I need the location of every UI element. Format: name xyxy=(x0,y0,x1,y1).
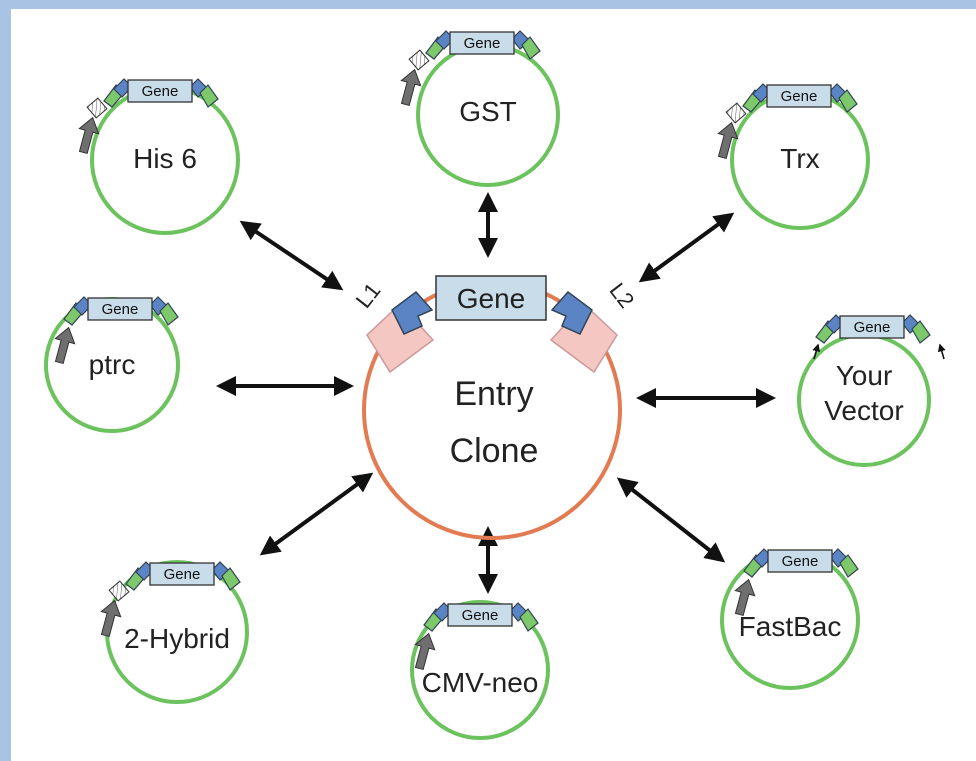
att-site-left xyxy=(366,290,435,374)
vector-label: GST xyxy=(459,96,517,127)
att-site-green-right xyxy=(911,320,931,344)
promoter-arrow-icon xyxy=(54,326,76,365)
fusion-tag-icon xyxy=(725,102,747,124)
vector-ptrc: Gene ptrc xyxy=(44,296,180,433)
att-site-right xyxy=(549,290,618,374)
vector-gene-box xyxy=(127,79,193,103)
att-site-green-right xyxy=(221,567,241,591)
att-site-green-right xyxy=(521,36,541,60)
vector-gene-box xyxy=(447,603,513,627)
vector-gene-box xyxy=(87,297,153,321)
promoter-arrow-icon xyxy=(400,68,422,107)
promoter-arrow-icon xyxy=(734,578,756,617)
vector-gene-label: Gene xyxy=(142,83,179,100)
entry-site-left-label: L1 xyxy=(351,278,386,313)
arrow-trx xyxy=(638,212,735,283)
vector-gene-label: Gene xyxy=(462,607,499,624)
frame-top-border xyxy=(0,0,976,9)
vector-label: Trx xyxy=(780,143,819,174)
vector-gene-label: Gene xyxy=(464,35,501,52)
arrow-2-hybrid xyxy=(259,472,374,556)
double-arrows xyxy=(216,192,776,594)
small-arrow-left-icon xyxy=(812,343,821,360)
vector-label: 2-Hybrid xyxy=(124,623,230,654)
att-site-green-right xyxy=(839,554,859,578)
fusion-tag-icon xyxy=(86,97,108,119)
att-site-green-right xyxy=(838,89,858,113)
entry-clone-line1: Entry xyxy=(454,375,533,413)
vector-gene-box xyxy=(149,562,215,586)
vector-label: His 6 xyxy=(133,143,197,174)
promoter-arrow-icon xyxy=(100,599,122,638)
vector-label: ptrc xyxy=(89,349,136,380)
vector-gene-label: Gene xyxy=(854,319,891,336)
vector-gene-label: Gene xyxy=(102,301,139,318)
vector-label: CMV-neo xyxy=(422,667,539,698)
vector-label-line1: Your xyxy=(836,360,893,391)
vector-label: FastBac xyxy=(739,611,842,642)
vector-label-line2: Vector xyxy=(824,395,903,426)
att-site-green-right xyxy=(519,608,539,632)
entry-clone: Gene L1 L2 Entry Clone xyxy=(351,275,640,540)
vector-gene-box xyxy=(766,84,832,108)
entry-site-right-label: L2 xyxy=(605,278,640,313)
frame-left-border xyxy=(0,0,11,761)
small-arrow-right-icon xyxy=(937,343,946,360)
vector-gene-box xyxy=(839,315,905,339)
att-site-green-right xyxy=(159,302,179,326)
fusion-tag-icon xyxy=(108,580,130,602)
vector-gene-label: Gene xyxy=(781,88,818,105)
vector-gene-box xyxy=(767,549,833,573)
arrow-his6 xyxy=(239,220,344,291)
entry-gene-box xyxy=(435,275,547,321)
att-site-green-right xyxy=(199,84,219,108)
fusion-tag-icon xyxy=(408,49,430,71)
promoter-arrow-icon xyxy=(78,116,100,155)
vector-ring xyxy=(410,600,550,740)
promoter-arrow-icon xyxy=(717,121,739,160)
vector-gene-label: Gene xyxy=(782,553,819,570)
vector-gene-label: Gene xyxy=(164,566,201,583)
vector-gene-box xyxy=(449,31,515,55)
entry-gene-label: Gene xyxy=(457,283,526,314)
entry-clone-line2: Clone xyxy=(450,432,539,470)
arrow-fastbac xyxy=(616,477,726,563)
vector-2-hybrid: Gene 2-Hybrid xyxy=(100,560,249,704)
promoter-arrow-icon xyxy=(414,632,436,671)
